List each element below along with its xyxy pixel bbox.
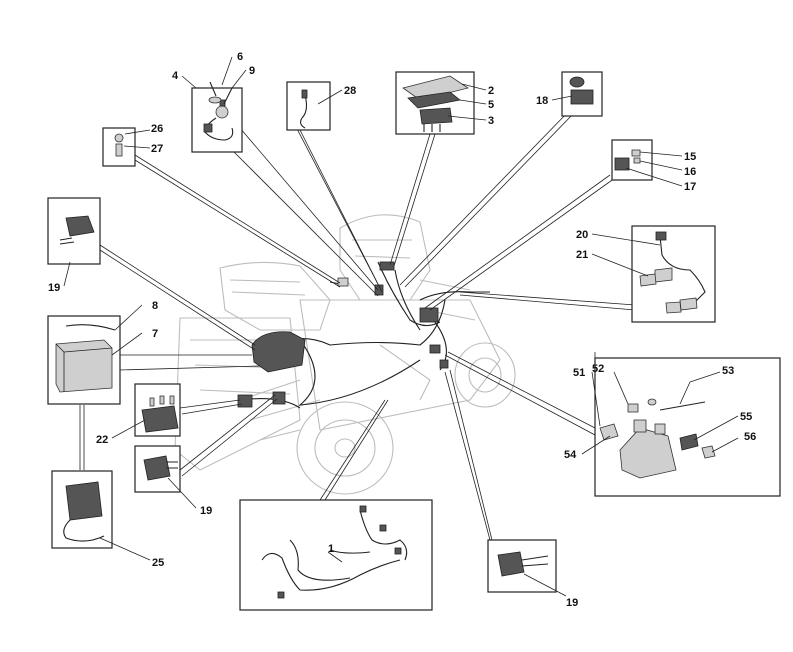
callout-16: 16 <box>684 166 696 178</box>
callout-7: 7 <box>152 328 158 340</box>
callout-19-bottom: 19 <box>566 597 578 609</box>
part-box-cable-28 <box>286 81 331 131</box>
callout-20: 20 <box>576 229 588 241</box>
callout-1: 1 <box>328 543 334 555</box>
callout-51: 51 <box>573 367 585 379</box>
callout-8: 8 <box>152 300 158 312</box>
callout-21: 21 <box>576 249 588 261</box>
part-box-relay-19-bottom <box>487 539 557 593</box>
callout-4: 4 <box>172 70 179 82</box>
callout-28: 28 <box>344 85 356 97</box>
part-box-ignition-switch <box>191 81 243 153</box>
callout-19-top: 19 <box>48 282 60 294</box>
callout-53: 53 <box>722 365 734 377</box>
callout-25: 25 <box>152 557 164 569</box>
callout-56: 56 <box>744 431 756 443</box>
callout-19-mid: 19 <box>200 505 212 517</box>
callout-22: 22 <box>96 434 108 446</box>
part-box-switch-18 <box>561 71 603 117</box>
part-box-relay-19-top <box>47 197 101 265</box>
callout-54: 54 <box>564 449 577 461</box>
callout-18: 18 <box>536 95 548 107</box>
callout-ticks <box>63 56 739 597</box>
part-box-connectors <box>611 139 653 181</box>
callout-15: 15 <box>684 151 696 163</box>
callout-27: 27 <box>151 143 163 155</box>
callout-9: 9 <box>249 65 255 77</box>
callouts: 6 9 4 26 27 28 2 5 3 18 15 16 17 20 21 1… <box>48 51 756 609</box>
part-box-battery <box>47 315 121 405</box>
callout-2: 2 <box>488 85 494 97</box>
part-box-headlight-harness <box>631 225 716 323</box>
callout-5: 5 <box>488 99 494 111</box>
part-box-control-module <box>395 71 475 135</box>
callout-55: 55 <box>740 411 752 423</box>
callout-6: 6 <box>237 51 243 63</box>
leader-lines <box>79 109 636 541</box>
part-box-main-harness <box>239 499 433 611</box>
part-box-solenoid <box>594 352 781 497</box>
part-box-charger <box>51 470 113 549</box>
part-box-relay-22 <box>134 383 181 437</box>
callout-3: 3 <box>488 115 494 127</box>
tractor-outline <box>174 214 516 495</box>
part-box-fasteners <box>102 127 136 167</box>
callout-17: 17 <box>684 181 696 193</box>
callout-52: 52 <box>592 363 604 375</box>
part-box-relay-19-mid <box>134 445 181 493</box>
callout-26: 26 <box>151 123 163 135</box>
